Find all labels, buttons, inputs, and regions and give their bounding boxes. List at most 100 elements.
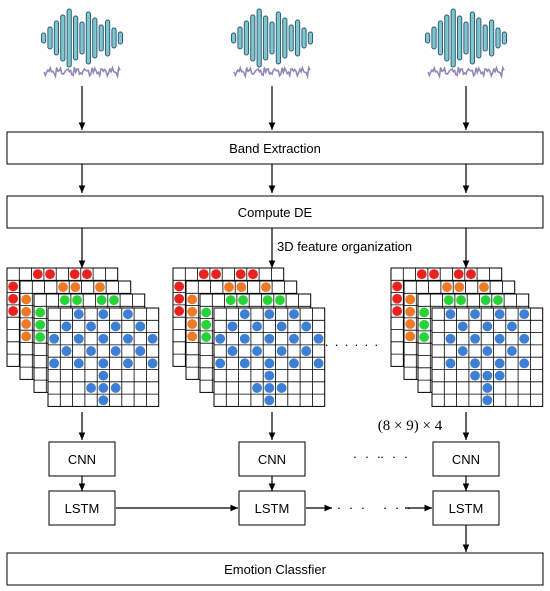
electrode-dot [405,331,416,342]
electrode-dot [519,309,530,320]
electrode-dot [82,269,92,280]
electrode-dot [59,295,70,306]
electrode-dot [264,370,275,381]
electrode-dot [519,358,530,369]
electrode-dot [174,306,185,316]
electrode-dot [419,307,430,318]
electrode-dot [507,346,517,356]
feature-stack-1 [6,267,160,407]
electrode-dot [86,321,96,332]
electrode-dot [198,269,209,280]
electrode-dot [494,358,505,369]
wave-bar [469,11,475,65]
electrode-dot [21,331,32,342]
electrode-dot [147,358,158,369]
electrode-dot [225,295,236,306]
electrode-dot [109,295,119,306]
electrode-dot [70,282,81,293]
grid-ellipsis: · · · · · · [324,337,379,352]
electrode-dot [235,269,246,280]
electrode-dot [456,295,466,306]
electrode-dot [289,309,299,320]
electrode-dot [35,319,46,330]
electrode-dot [61,346,72,356]
electrode-dot [493,295,503,306]
electrode-dot [445,358,456,369]
wave-bar [444,14,450,62]
electrode-dot [264,383,275,393]
electrode-dot [123,309,133,320]
wave-bar [85,11,92,65]
electrode-dot [201,319,212,330]
cnn-ellipsis: · · · [353,449,383,464]
wave-bar [263,15,269,61]
lstm-box-1 [48,490,116,526]
electrode-dot [264,309,275,320]
electrode-dot [405,306,416,317]
electrode-dot [21,319,32,329]
electrode-dot [69,269,80,280]
electrode-dot [392,293,403,304]
cnn-box-3 [432,441,500,477]
eeg-signal-icon [231,8,313,80]
electrode-dot [443,295,454,306]
electrode-dot [201,332,212,342]
wave-bar [243,20,250,56]
electrode-dot [72,295,82,306]
electrode-dot [252,346,262,356]
electrode-dot [405,319,416,329]
electrode-dot [49,333,60,344]
feature-stack-2 [172,267,326,407]
electrode-dot [445,333,456,344]
feature-grid-stacks [6,267,544,407]
cnn-label-3: CNN [452,452,480,467]
electrode-dot [482,383,493,393]
wave-bar [489,19,495,57]
electrode-dot [454,282,465,293]
emotion-classifier-box [6,552,544,586]
lstm-label-1: LSTM [65,501,100,516]
electrode-dot [135,321,146,332]
electrode-dot [239,333,250,344]
electrode-dot [8,293,19,304]
wave-bar [41,32,47,44]
electrode-dot [21,306,32,317]
wave-bar [457,15,463,61]
wave-bar [250,14,256,62]
wave-bar [282,17,288,59]
electrode-dot [236,282,247,293]
electrode-dot [252,321,262,332]
wave-bar [307,31,313,45]
electrode-dot [98,370,109,381]
lstm-box-3 [432,490,500,526]
electrode-dot [494,309,505,320]
electrode-dot [252,383,262,393]
electrode-dot [98,383,109,393]
wave-bar [269,21,275,55]
electrode-dot [73,358,84,369]
electrode-dot [470,333,480,344]
electrode-dot [45,269,55,280]
electrode-dot [123,358,133,369]
wave-bar [92,17,98,59]
electrode-dot [276,346,287,356]
electrode-dot [187,319,198,329]
feature-shape-label: (8 × 9) × 4 [378,418,443,434]
noise-line [427,65,505,80]
lstm-label-3: LSTM [449,501,484,516]
wave-bar [476,17,482,59]
band-layer-blue [47,307,160,407]
electrode-dot [123,333,133,344]
wave-bar [495,27,501,49]
cnn-ellipsis-2: · · · [380,449,410,464]
cnn-box-1 [48,441,116,477]
electrode-dot [445,309,456,320]
electrode-dot [187,331,198,342]
wave-bar [231,32,237,44]
electrode-dot [227,346,238,356]
electrode-dot [73,333,84,344]
wave-bar [111,27,117,49]
electrode-dot [482,395,493,406]
cnn-label-1: CNN [68,452,96,467]
electrode-dot [35,332,46,342]
